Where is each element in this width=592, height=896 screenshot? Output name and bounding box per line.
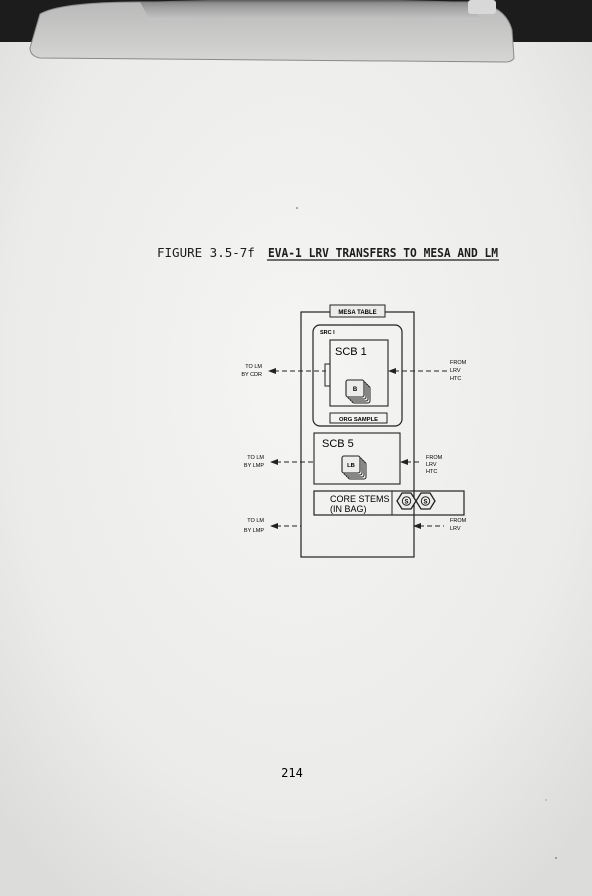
scb5-bags-icon (341, 455, 367, 480)
arrow-from-lrv-htc-1 (388, 368, 448, 374)
scb5-box (313, 432, 401, 485)
scb5-bag-letter: LB (347, 463, 355, 469)
core-stem-hexagon-icon (415, 492, 436, 510)
org-sample-label: ORG SAMPLE (339, 417, 378, 423)
page-number: 214 (281, 766, 303, 780)
clipboard-clip (0, 0, 592, 63)
right-label-3-line2: LRV (450, 526, 461, 532)
right-label-1-line3: HTC (450, 376, 461, 382)
arrow-from-lrv-htc-2 (400, 459, 422, 465)
core-stem-glyph-2: S (423, 500, 427, 506)
right-label-3-line1: FROM (450, 518, 467, 524)
arrow-from-lrv-3 (413, 523, 444, 529)
scb1-bag-letter: B (353, 387, 358, 393)
core-stem-glyph-1: S (404, 500, 408, 506)
arrow-to-lm-cdr (268, 368, 326, 374)
core-stems-line1: CORE STEMS (330, 494, 390, 504)
core-stems-box (313, 490, 465, 516)
sample-bags-icon (345, 379, 371, 404)
arrow-to-lm-lmp-1 (270, 459, 314, 465)
right-label-2-line1: FROM (426, 455, 443, 461)
scb5-label: SCB 5 (322, 438, 354, 450)
left-label-2-line1: TO LM (247, 455, 264, 461)
right-label-2-line3: HTC (426, 469, 437, 475)
src-label: SRC I (320, 330, 335, 336)
left-label-3-line1: TO LM (247, 518, 264, 524)
src-container (312, 324, 403, 427)
left-label-1-line1: TO LM (245, 364, 262, 370)
paper-speck (545, 799, 547, 801)
org-sample-box (329, 412, 388, 424)
right-label-1-line2: LRV (450, 368, 461, 374)
left-label-2-line2: BY LMP (244, 463, 264, 469)
figure-number: FIGURE 3.5-7f (157, 245, 255, 260)
right-label-2-line2: LRV (426, 462, 437, 468)
core-stems-line2: (IN BAG) (330, 504, 367, 514)
scb1-tab (324, 363, 331, 387)
left-label-1-line2: BY CDR (241, 372, 262, 378)
arrow-to-lm-lmp-2 (270, 523, 301, 529)
paper-speck (296, 207, 298, 209)
mesa-table-label: MESA TABLE (338, 310, 376, 316)
scb1-label: SCB 1 (335, 346, 367, 358)
right-label-1-line1: FROM (450, 360, 467, 366)
mesa-table-label-box (329, 304, 386, 318)
figure-title: EVA-1 LRV TRANSFERS TO MESA AND LM (268, 245, 498, 260)
left-label-3-line2: BY LMP (244, 528, 264, 534)
paper-speck (555, 857, 557, 859)
